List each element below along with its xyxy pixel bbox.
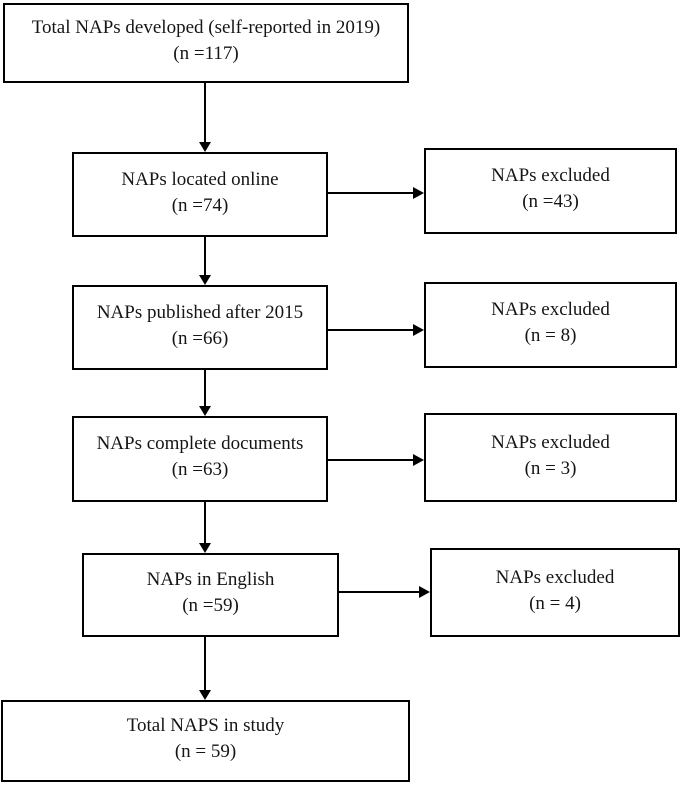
box-label: Total NAPs developed (self-reported in 2… bbox=[31, 17, 381, 38]
flow-box-total-in-study: Total NAPS in study (n = 59) bbox=[1, 700, 410, 782]
arrowhead-down-icon bbox=[199, 275, 211, 285]
box-label: NAPs excluded bbox=[491, 299, 610, 320]
right-arrow-3-stem bbox=[328, 459, 413, 461]
down-arrow-3-stem bbox=[204, 370, 206, 406]
flow-box-excluded-1: NAPs excluded (n =43) bbox=[424, 148, 677, 234]
flow-box-complete-documents: NAPs complete documents (n =63) bbox=[72, 416, 328, 502]
box-label: NAPs excluded bbox=[491, 165, 610, 186]
flow-box-in-english: NAPs in English (n =59) bbox=[82, 553, 339, 637]
flow-box-excluded-2: NAPs excluded (n = 8) bbox=[424, 282, 677, 368]
arrowhead-right-icon bbox=[419, 586, 430, 598]
box-count: (n =117) bbox=[173, 43, 239, 64]
box-count: (n = 3) bbox=[524, 457, 577, 479]
box-label: Total NAPS in study bbox=[126, 715, 285, 736]
down-arrow-5-stem bbox=[204, 637, 206, 690]
box-count: (n =63) bbox=[171, 459, 229, 480]
box-label: NAPs in English bbox=[146, 569, 275, 590]
down-arrow-1-stem bbox=[204, 83, 206, 142]
box-label: NAPs complete documents bbox=[96, 433, 304, 454]
flow-box-excluded-4: NAPs excluded (n = 4) bbox=[430, 548, 680, 637]
arrowhead-down-icon bbox=[199, 690, 211, 700]
box-count: (n = 4) bbox=[529, 592, 581, 614]
arrowhead-down-icon bbox=[199, 406, 211, 416]
arrowhead-down-icon bbox=[199, 543, 211, 553]
box-count: (n =43) bbox=[522, 191, 579, 212]
box-count: (n = 8) bbox=[524, 325, 577, 346]
down-arrow-2-stem bbox=[204, 237, 206, 275]
flow-box-total-developed: Total NAPs developed (self-reported in 2… bbox=[3, 3, 409, 83]
box-count: (n =59) bbox=[182, 595, 239, 616]
arrowhead-right-icon bbox=[413, 324, 424, 336]
box-label: NAPs excluded bbox=[495, 566, 615, 588]
box-label: NAPs excluded bbox=[491, 431, 610, 453]
flow-box-located-online: NAPs located online (n =74) bbox=[72, 152, 328, 237]
right-arrow-4-stem bbox=[339, 591, 419, 593]
box-label: NAPs located online bbox=[121, 168, 279, 190]
arrowhead-right-icon bbox=[413, 187, 424, 199]
box-count: (n =66) bbox=[171, 327, 229, 349]
right-arrow-2-stem bbox=[328, 329, 413, 331]
right-arrow-1-stem bbox=[328, 192, 413, 194]
arrowhead-down-icon bbox=[199, 142, 211, 152]
box-count: (n =74) bbox=[171, 194, 229, 216]
arrowhead-right-icon bbox=[413, 454, 424, 466]
down-arrow-4-stem bbox=[204, 502, 206, 543]
box-label: NAPs published after 2015 bbox=[96, 301, 304, 323]
flow-box-published-after-2015: NAPs published after 2015 (n =66) bbox=[72, 285, 328, 370]
box-count: (n = 59) bbox=[174, 741, 237, 762]
flow-box-excluded-3: NAPs excluded (n = 3) bbox=[424, 413, 677, 502]
